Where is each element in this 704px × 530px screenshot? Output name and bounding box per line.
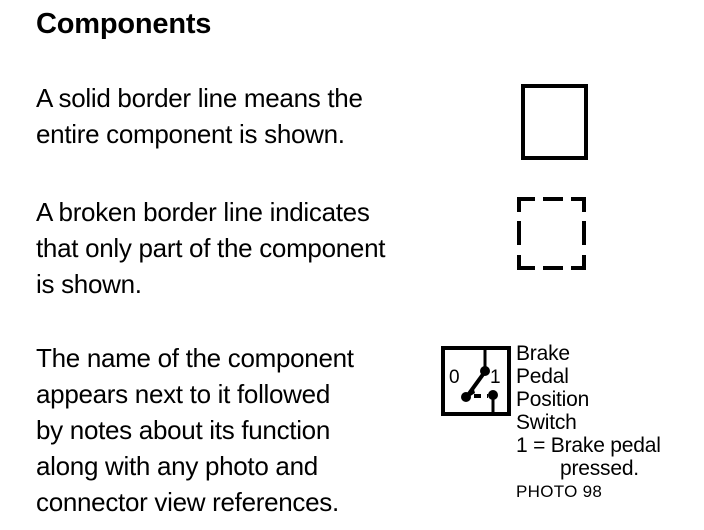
- dash-segment: [517, 221, 521, 245]
- dash-segment: [543, 197, 563, 201]
- dash-segment: [517, 255, 521, 270]
- dash-segment: [543, 266, 563, 270]
- paragraph-solid-border-line: A solid border line means the: [36, 83, 363, 113]
- dash-segment: [582, 221, 586, 245]
- component-name-line: Pedal: [516, 365, 569, 388]
- solid-border-box-example: [521, 84, 588, 160]
- paragraph-solid-border: A solid border line means the entire com…: [36, 80, 466, 152]
- component-name-line: Position: [516, 388, 590, 411]
- dash-segment: [571, 266, 586, 270]
- paragraph-broken-border-line: that only part of the component: [36, 233, 386, 263]
- switch-position-1-label: 1: [490, 367, 501, 388]
- dash-segment: [571, 197, 586, 201]
- paragraph-component-name-line: along with any photo and: [36, 451, 318, 481]
- paragraph-component-name-line: The name of the component: [36, 343, 354, 373]
- paragraph-component-name-line: by notes about its function: [36, 415, 330, 445]
- broken-border-box-example: [517, 197, 586, 270]
- photo-reference-label: PHOTO 98: [516, 482, 603, 501]
- paragraph-solid-border-line: entire component is shown.: [36, 119, 345, 149]
- page-title: Components: [36, 8, 212, 40]
- dash-segment: [521, 266, 535, 270]
- component-function-line: pressed.: [560, 457, 639, 480]
- dash-segment: [582, 255, 586, 270]
- paragraph-component-name-line: appears next to it followed: [36, 379, 330, 409]
- paragraph-component-name-line: connector view references.: [36, 487, 339, 517]
- dash-segment: [521, 197, 535, 201]
- dash-segment: [582, 197, 586, 212]
- paragraph-broken-border-line: A broken border line indicates: [36, 197, 370, 227]
- component-name-line: Switch: [516, 411, 577, 434]
- component-name-line: Brake: [516, 342, 570, 365]
- brake-pedal-switch-symbol: 0 1: [441, 346, 511, 416]
- component-function-line: 1 = Brake pedal: [516, 434, 661, 457]
- switch-schematic-icon: [461, 350, 498, 412]
- dash-segment: [517, 197, 521, 212]
- paragraph-broken-border-line: is shown.: [36, 269, 142, 299]
- paragraph-broken-border: A broken border line indicates that only…: [36, 194, 466, 302]
- paragraph-component-name: The name of the component appears next t…: [36, 340, 466, 520]
- switch-position-0-label: 0: [449, 367, 460, 388]
- component-annotation-block: Brake Pedal Position Switch 1 = Brake pe…: [516, 342, 704, 502]
